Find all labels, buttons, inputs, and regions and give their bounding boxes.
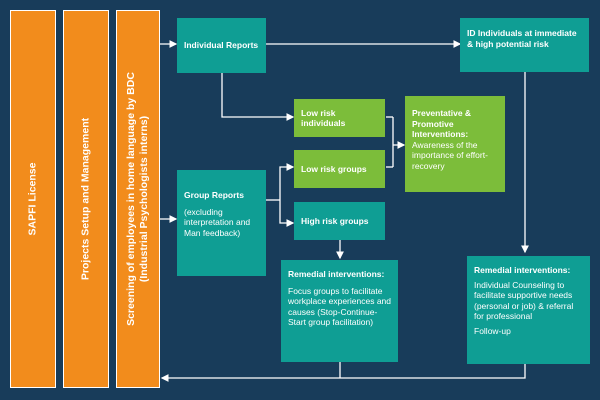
arrow-group-to-low-risk-groups bbox=[279, 163, 295, 200]
arrow-group-to-high-risk-groups bbox=[279, 200, 295, 227]
screening-column: Screening of employees in home language … bbox=[116, 10, 160, 388]
remedial-right-body: Individual Counseling to facilitate supp… bbox=[474, 279, 574, 322]
preventative-interventions-box: Preventative & Promotive Interventions: … bbox=[405, 96, 505, 192]
remedial-left-title: Remedial interventions: bbox=[288, 269, 385, 279]
individual-reports-box: Individual Reports bbox=[177, 18, 266, 73]
arrow-individual-to-low-risk bbox=[221, 73, 295, 121]
group-reports-title: Group Reports bbox=[184, 190, 244, 200]
high-risk-groups-box: High risk groups bbox=[294, 202, 385, 240]
low-risk-groups-box: Low risk groups bbox=[294, 150, 385, 188]
low-risk-individuals-label: Low risk individuals bbox=[301, 107, 346, 129]
projects-setup-column: Projects Setup and Management bbox=[63, 10, 109, 388]
group-reports-body: (excluding interpretation and Man feedba… bbox=[184, 206, 251, 238]
remedial-right-title: Remedial interventions: bbox=[474, 265, 571, 275]
remedial-right-followup: Follow-up bbox=[474, 325, 511, 336]
remedial-interventions-individual-box: Remedial interventions: Individual Couns… bbox=[467, 256, 590, 364]
low-risk-groups-label: Low risk groups bbox=[301, 163, 367, 174]
preventative-title: Preventative & Promotive Interventions: bbox=[412, 108, 472, 139]
id-individuals-box: ID Individuals at immediate & high poten… bbox=[460, 18, 589, 72]
id-individuals-label: ID Individuals at immediate & high poten… bbox=[467, 28, 577, 49]
screening-label: Screening of employees in home language … bbox=[125, 72, 151, 326]
projects-setup-label: Projects Setup and Management bbox=[79, 117, 92, 281]
individual-reports-label: Individual Reports bbox=[184, 40, 259, 51]
low-risk-individuals-box: Low risk individuals bbox=[294, 99, 385, 137]
high-risk-groups-label: High risk groups bbox=[301, 215, 369, 226]
sapfi-license-column: SAPFI License bbox=[10, 10, 56, 388]
sapfi-license-label: SAPFI License bbox=[26, 162, 39, 236]
preventative-body: Awareness of the importance of effort-re… bbox=[412, 139, 488, 171]
screening-label-line2: (Industrial Psychologists interns) bbox=[138, 115, 150, 283]
arrow-remedial-right-to-left bbox=[160, 363, 526, 382]
screening-label-line1: Screening of employees in home language … bbox=[125, 72, 137, 326]
remedial-left-body: Focus groups to facilitate workplace exp… bbox=[288, 285, 392, 328]
group-reports-box: Group Reports (excluding interpretation … bbox=[177, 170, 266, 276]
remedial-interventions-groups-box: Remedial interventions: Focus groups to … bbox=[281, 260, 398, 362]
